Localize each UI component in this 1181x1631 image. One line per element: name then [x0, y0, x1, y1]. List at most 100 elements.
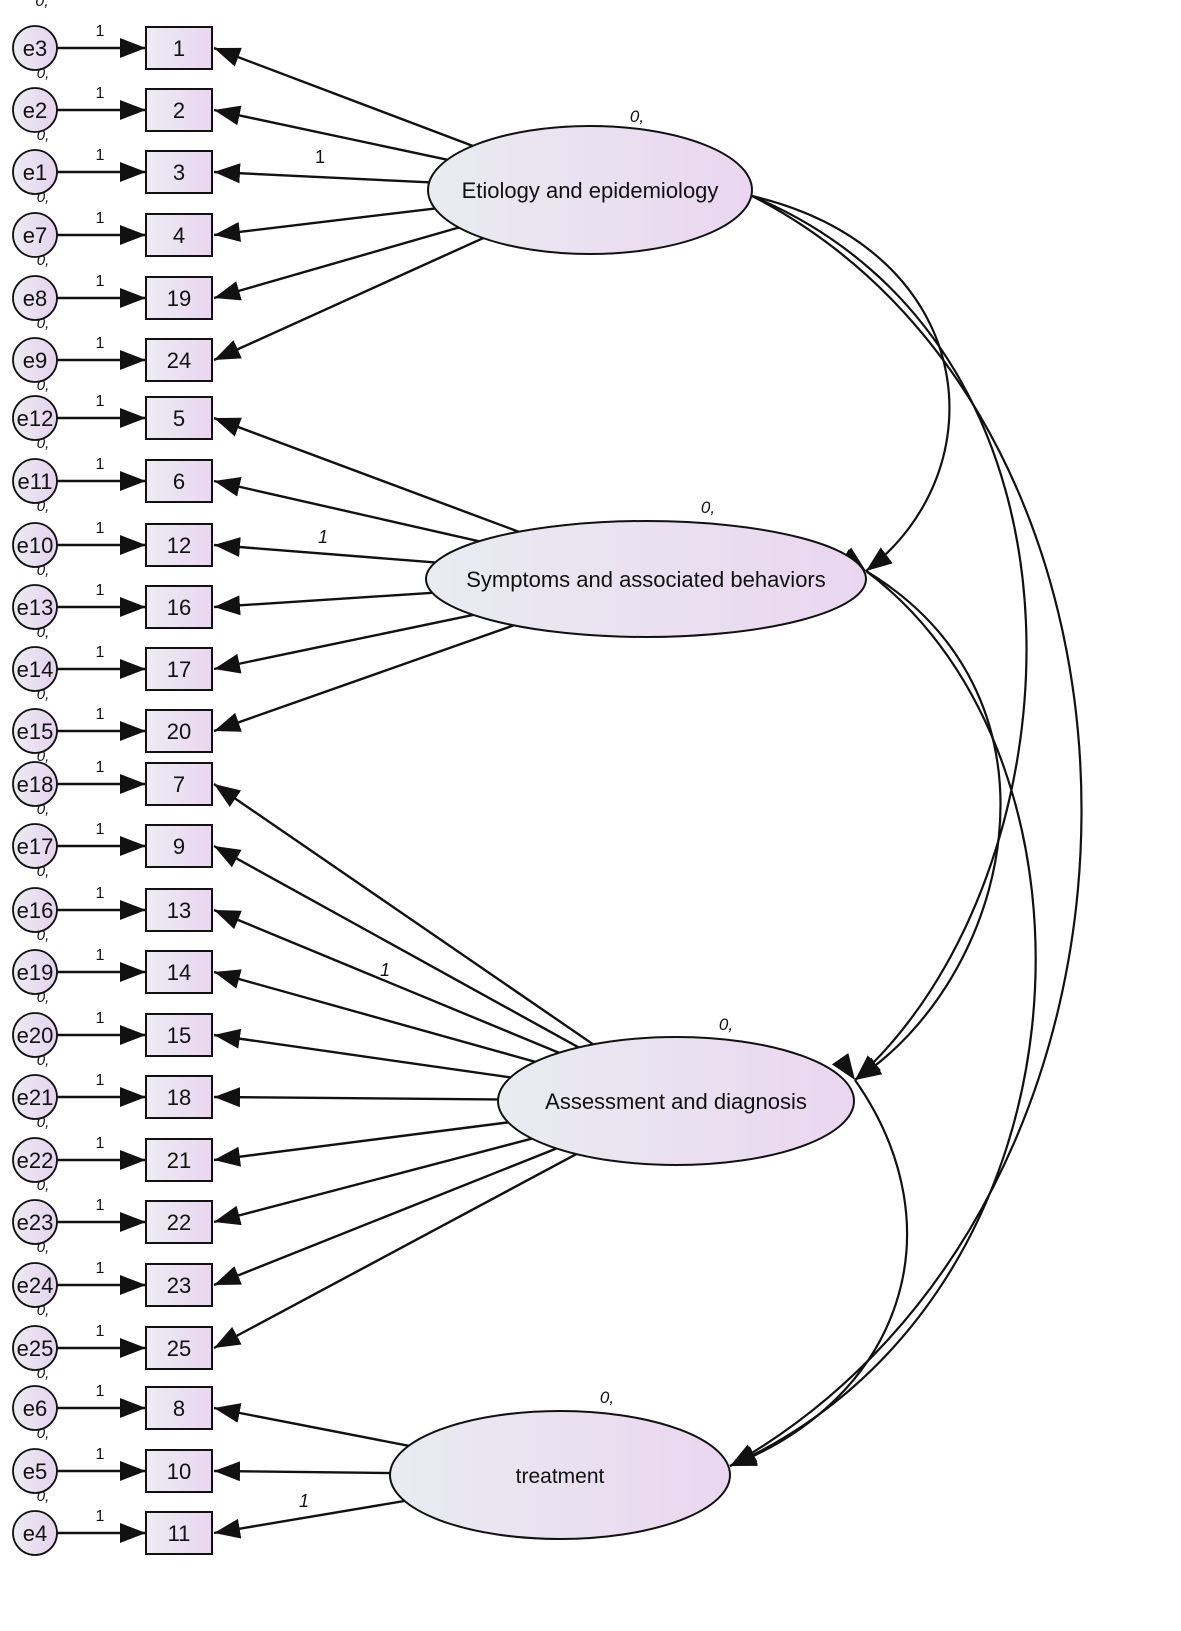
error-term-label: e7	[23, 223, 47, 248]
error-term-label: e25	[17, 1336, 54, 1361]
loading-path-item-12	[213, 537, 474, 567]
indicator-box-item-17	[145, 647, 213, 691]
error-intercept-label: 0,	[37, 1239, 50, 1256]
error-term-e3	[12, 25, 58, 71]
error-term-e16	[12, 887, 58, 933]
error-term-label: e10	[17, 533, 54, 558]
latent-factor-etiology-and-epidemiology	[427, 125, 753, 255]
indicator-label: 19	[167, 286, 191, 311]
error-intercept-label: 0,	[37, 498, 50, 515]
loading-path-item-1	[213, 46, 495, 155]
indicator-label: 14	[167, 960, 191, 985]
loading-path-item-5	[213, 416, 542, 542]
indicator-box-item-8	[145, 1386, 213, 1430]
indicator-box-item-5	[145, 396, 213, 440]
error-weight-label: 1	[96, 1383, 105, 1400]
error-intercept-label: 0,	[37, 748, 50, 765]
indicator-label: 1	[173, 36, 185, 61]
latent-factor-assessment-and-diagnosis	[497, 1036, 855, 1166]
error-term-e25	[12, 1325, 58, 1371]
error-weight-label: 1	[96, 821, 105, 838]
covariance-symptoms-and-associated-behaviors-assessment-and-diagnosis	[838, 548, 1002, 1081]
indicator-box-item-15	[145, 1013, 213, 1057]
indicator-box-item-10	[145, 1449, 213, 1493]
loading-path-item-7	[213, 783, 609, 1056]
error-intercept-label: 0,	[37, 1177, 50, 1194]
latent-factor-treatment	[389, 1410, 731, 1540]
error-weight-label: 1	[96, 947, 105, 964]
indicator-label: 9	[173, 834, 185, 859]
error-weight-label: 1	[96, 1072, 105, 1089]
indicator-label: 17	[167, 657, 191, 682]
loading-path-item-24	[213, 228, 503, 362]
indicator-label: 2	[173, 98, 185, 123]
indicator-box-item-14	[145, 950, 213, 994]
indicator-label: 8	[173, 1396, 185, 1421]
indicator-box-item-24	[145, 338, 213, 382]
indicator-label: 18	[167, 1085, 191, 1110]
error-intercept-label: 0,	[37, 435, 50, 452]
indicator-box-item-9	[145, 824, 213, 868]
error-intercept-label: 0,	[37, 1052, 50, 1069]
error-weight-label: 1	[96, 582, 105, 599]
error-term-label: e24	[17, 1273, 54, 1298]
indicator-label: 20	[167, 719, 191, 744]
covariance-symptoms-and-associated-behaviors-treatment	[729, 547, 1037, 1468]
error-intercept-label: 0,	[37, 1114, 50, 1131]
indicator-box-item-1	[145, 26, 213, 70]
latent-factor-label: treatment	[516, 1465, 605, 1488]
factor-variance-label: 0,	[701, 498, 715, 517]
error-term-e13	[12, 584, 58, 630]
indicator-label: 5	[173, 406, 185, 431]
indicator-label: 10	[167, 1459, 191, 1484]
error-term-label: e22	[17, 1148, 54, 1173]
error-weight-label: 1	[96, 1197, 105, 1214]
error-term-e15	[12, 708, 58, 754]
error-term-e5	[12, 1448, 58, 1494]
indicator-box-item-23	[145, 1263, 213, 1307]
indicator-box-item-13	[145, 888, 213, 932]
error-intercept-label: 0,	[37, 1488, 50, 1505]
indicator-label: 21	[167, 1148, 191, 1173]
error-intercept-label: 0,	[37, 65, 50, 82]
factor-variance-label: 0,	[600, 1388, 614, 1407]
loading-path-item-3	[213, 163, 459, 185]
loading-path-item-25	[213, 1143, 595, 1350]
covariance-etiology-and-epidemiology-assessment-and-diagnosis	[724, 176, 1028, 1081]
error-intercept-label: 0,	[37, 562, 50, 579]
error-term-label: e19	[17, 960, 54, 985]
error-weight-label: 1	[96, 706, 105, 723]
error-term-e4	[12, 1510, 58, 1556]
indicator-label: 15	[167, 1023, 191, 1048]
indicator-label: 11	[168, 1521, 191, 1546]
indicator-box-item-25	[145, 1326, 213, 1370]
indicator-label: 13	[167, 898, 191, 923]
error-term-e6	[12, 1385, 58, 1431]
covariance-assessment-and-diagnosis-treatment	[729, 1052, 909, 1468]
indicator-box-item-20	[145, 709, 213, 753]
clipped-intercept-label: 0,	[35, 0, 48, 10]
error-weight-label: 1	[96, 456, 105, 473]
loading-path-item-16	[213, 589, 471, 616]
error-term-label: e8	[23, 286, 47, 311]
error-weight-label: 1	[96, 85, 105, 102]
error-term-label: e5	[23, 1459, 47, 1484]
error-weight-label: 1	[96, 885, 105, 902]
indicator-label: 6	[173, 469, 185, 494]
latent-factor-label: Symptoms and associated behaviors	[466, 567, 826, 592]
error-term-label: e20	[17, 1023, 54, 1048]
indicator-label: 4	[173, 223, 185, 248]
error-weight-label: 1	[96, 1010, 105, 1027]
indicator-box-item-18	[145, 1075, 213, 1119]
indicator-box-item-4	[145, 213, 213, 257]
error-term-e12	[12, 395, 58, 441]
indicator-box-item-16	[145, 585, 213, 629]
error-term-e11	[12, 458, 58, 504]
error-term-e20	[12, 1012, 58, 1058]
loading-path-item-15	[213, 1028, 541, 1083]
indicator-label: 7	[173, 772, 185, 797]
error-term-e18	[12, 761, 58, 807]
error-term-e1	[12, 149, 58, 195]
error-term-label: e9	[23, 348, 47, 373]
error-intercept-label: 0,	[37, 1425, 50, 1442]
